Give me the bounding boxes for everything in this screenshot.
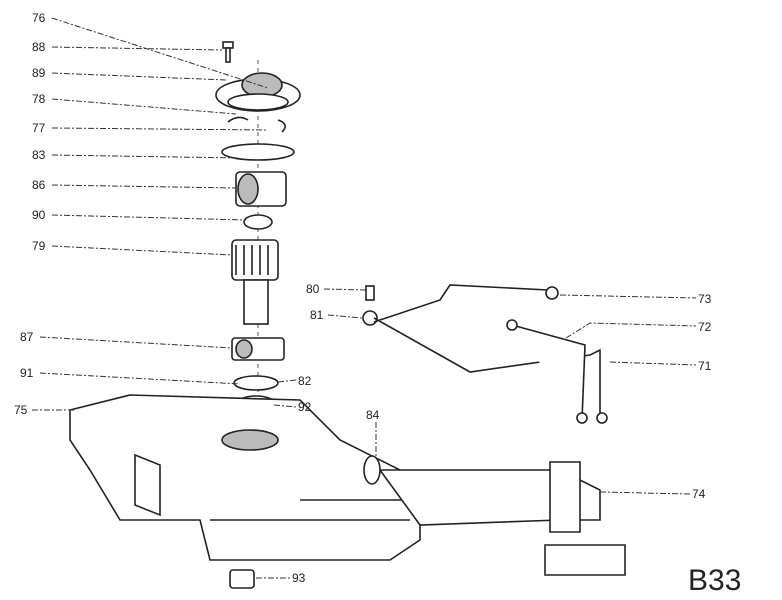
label-78: 78 (32, 92, 46, 106)
part-72-fitting (506, 319, 518, 331)
label-80: 80 (306, 282, 320, 296)
part-90-washer (243, 214, 273, 230)
diagram-code: B33 (688, 564, 741, 597)
label-92: 92 (298, 400, 312, 414)
label-91: 91 (20, 366, 34, 380)
part-79-pinion-shaft (231, 239, 279, 325)
part-83-seal-ring (221, 143, 295, 161)
label-89: 89 (32, 66, 46, 80)
part-82-ring (233, 375, 279, 391)
part-71-pipe (373, 317, 601, 420)
label-74: 74 (692, 487, 706, 501)
label-72: 72 (698, 320, 712, 334)
label-77: 77 (32, 121, 46, 135)
part-87-bearing (231, 337, 285, 361)
part-84-o-ring (363, 455, 381, 485)
label-88: 88 (32, 40, 46, 54)
label-71: 71 (698, 359, 712, 373)
label-82: 82 (298, 374, 312, 388)
label-73: 73 (698, 292, 712, 306)
part-80-81-banjo (362, 285, 378, 326)
label-87: 87 (20, 330, 34, 344)
label-83: 83 (32, 148, 46, 162)
label-79: 79 (32, 239, 46, 253)
part-93-nut (229, 569, 255, 589)
part-88-bolt (222, 41, 234, 63)
label-84: 84 (366, 408, 380, 422)
label-76: 76 (32, 11, 46, 25)
label-81: 81 (310, 308, 324, 322)
label-75: 75 (14, 403, 28, 417)
label-90: 90 (32, 208, 46, 222)
part-76-cover (215, 72, 301, 112)
part-78-77-clips (227, 116, 286, 133)
part-72-pipe (511, 324, 586, 421)
part-86-bearing (235, 171, 287, 207)
part-73-pipe (373, 284, 549, 323)
label-93: 93 (292, 571, 306, 585)
part-74-axle-tube (378, 461, 626, 576)
part-73-fitting (545, 286, 559, 300)
label-86: 86 (32, 178, 46, 192)
part-75-housing (69, 394, 421, 561)
leader-lines (32, 17, 697, 579)
